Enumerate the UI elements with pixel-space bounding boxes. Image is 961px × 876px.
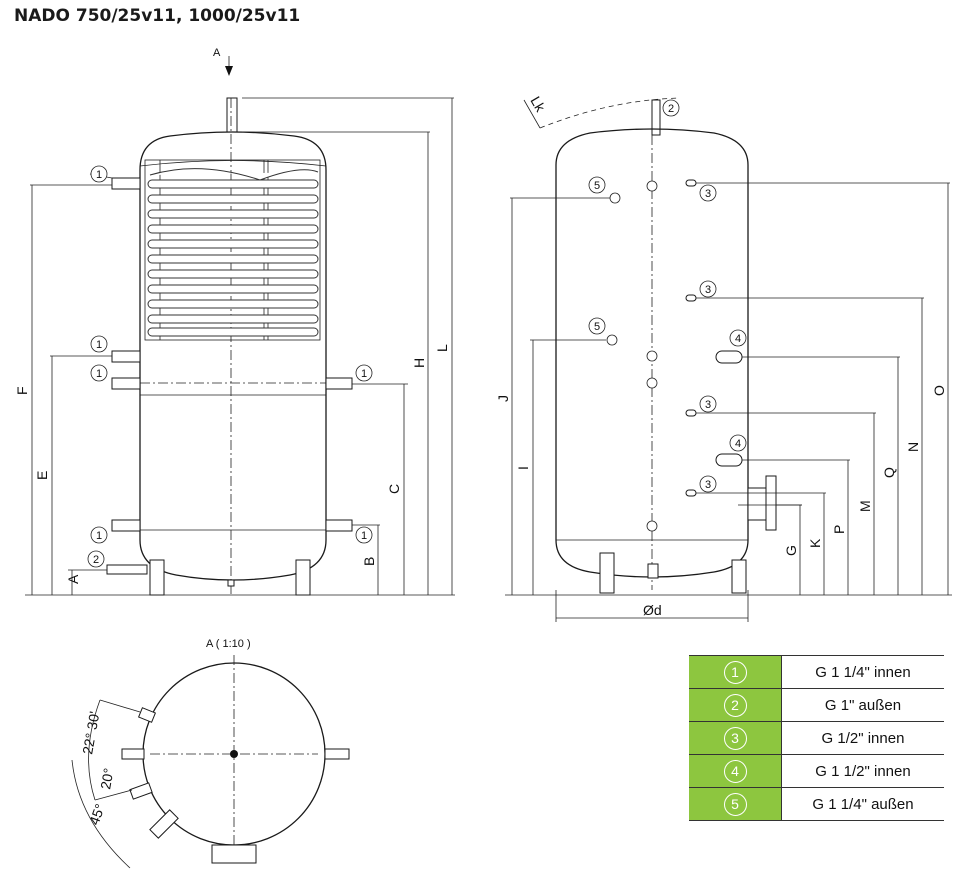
dim-diameter: Ød <box>555 590 749 622</box>
tank-outline-left <box>139 131 327 581</box>
dim-L: L <box>242 97 454 595</box>
callout-5b: 5 <box>588 317 606 335</box>
svg-text:45°: 45° <box>86 802 108 827</box>
dim-P: P <box>742 459 850 595</box>
svg-text:J: J <box>495 395 511 402</box>
callout-4a: 4 <box>729 329 747 347</box>
dim-B: B <box>361 525 379 595</box>
svg-text:G: G <box>783 545 799 556</box>
svg-text:I: I <box>515 466 531 470</box>
legend-row: 4 G 1 1/2" innen <box>689 754 944 788</box>
svg-text:B: B <box>361 557 377 566</box>
svg-text:2: 2 <box>93 554 99 566</box>
callout-right-1c: 1 <box>352 364 408 385</box>
callout-right-1d: 1 <box>352 524 380 544</box>
svg-text:L: L <box>434 344 450 352</box>
section-label: A ( 1:10 ) <box>206 638 251 650</box>
dim-A: A <box>65 570 81 595</box>
svg-text:M: M <box>857 500 873 512</box>
callout-left-1d: 1 <box>90 526 108 544</box>
legend-description: G 1" außen <box>781 688 944 722</box>
dim-K: K <box>696 492 826 595</box>
svg-text:A: A <box>65 574 81 584</box>
section-view-a: A ( 1:10 ) 22° 30' 20° 45° <box>71 638 350 869</box>
legend-row: 5 G 1 1/4" außen <box>689 787 944 821</box>
right-tank-view: Lk 2 <box>495 94 952 622</box>
legend-number-badge: 4 <box>723 759 747 783</box>
legend-description: G 1/2" innen <box>781 721 944 755</box>
svg-text:1: 1 <box>96 169 102 181</box>
callout-3c: 3 <box>699 395 717 413</box>
svg-text:Q: Q <box>881 467 897 478</box>
svg-text:3: 3 <box>705 479 711 491</box>
svg-text:5: 5 <box>594 321 600 333</box>
dim-I: I <box>515 339 606 595</box>
legend-row: 1 G 1 1/4" innen <box>689 655 944 689</box>
svg-text:5: 5 <box>594 180 600 192</box>
ports-3 <box>685 179 697 497</box>
dim-N: N <box>696 297 924 595</box>
dim-G: G <box>776 504 802 595</box>
svg-text:C: C <box>386 484 402 494</box>
svg-text:F: F <box>14 386 30 395</box>
legend-number-badge: 2 <box>723 693 747 717</box>
svg-text:H: H <box>411 358 427 368</box>
dim-M: M <box>696 412 876 595</box>
callout-5a: 5 <box>588 176 606 194</box>
legend-number-badge: 1 <box>723 660 747 684</box>
svg-text:4: 4 <box>735 333 741 345</box>
callout-left-1b: 1 <box>50 335 112 357</box>
svg-text:1: 1 <box>361 368 367 380</box>
svg-text:1: 1 <box>96 368 102 380</box>
dim-J: J <box>495 197 610 595</box>
legend-number-badge: 5 <box>723 792 747 816</box>
lk-arc <box>539 97 681 129</box>
svg-text:P: P <box>831 525 847 534</box>
svg-text:N: N <box>905 442 921 452</box>
svg-text:1: 1 <box>361 530 367 542</box>
callout-top-2: 2 <box>662 99 680 117</box>
legend-description: G 1 1/4" innen <box>781 655 944 689</box>
dim-O: O <box>696 182 950 595</box>
heat-exchanger-coil <box>147 168 319 337</box>
callout-left-1c: 1 <box>90 364 108 382</box>
svg-text:1: 1 <box>96 339 102 351</box>
svg-text:K: K <box>807 538 823 548</box>
legend-row: 2 G 1" außen <box>689 688 944 722</box>
dim-E: E <box>34 356 53 595</box>
svg-text:4: 4 <box>735 438 741 450</box>
view-arrow-a: A <box>213 47 233 76</box>
svg-text:20°: 20° <box>97 767 116 791</box>
svg-text:3: 3 <box>705 188 711 200</box>
svg-text:2: 2 <box>668 103 674 115</box>
dim-F: F <box>14 185 33 595</box>
left-tank-view: A <box>14 47 455 596</box>
callout-3b: 3 <box>699 280 717 298</box>
connection-legend-table: 1 G 1 1/4" innen 2 G 1" außen 3 G 1/2" i… <box>689 655 944 821</box>
callout-left-2: 2 <box>68 550 107 571</box>
svg-text:3: 3 <box>705 284 711 296</box>
callout-4b: 4 <box>729 434 747 452</box>
legend-description: G 1 1/4" außen <box>781 787 944 821</box>
svg-text:22° 30': 22° 30' <box>79 710 102 755</box>
legend-number-badge: 3 <box>723 726 747 750</box>
dim-Q: Q <box>742 356 900 595</box>
svg-text:O: O <box>931 385 947 396</box>
dim-C: C <box>386 384 405 595</box>
view-arrow-label: A <box>213 47 221 59</box>
callout-3d: 3 <box>699 475 717 493</box>
svg-text:Ød: Ød <box>643 602 662 618</box>
svg-text:E: E <box>34 471 50 480</box>
svg-text:1: 1 <box>96 530 102 542</box>
legend-row: 3 G 1/2" innen <box>689 721 944 755</box>
page-title: NADO 750/25v11, 1000/25v11 <box>14 6 301 26</box>
dim-H: H <box>242 131 430 595</box>
legend-description: G 1 1/2" innen <box>781 754 944 788</box>
ports-5 <box>606 192 621 346</box>
callout-3a: 3 <box>699 184 717 202</box>
callout-left-1a: 1 <box>30 165 113 186</box>
svg-text:3: 3 <box>705 399 711 411</box>
